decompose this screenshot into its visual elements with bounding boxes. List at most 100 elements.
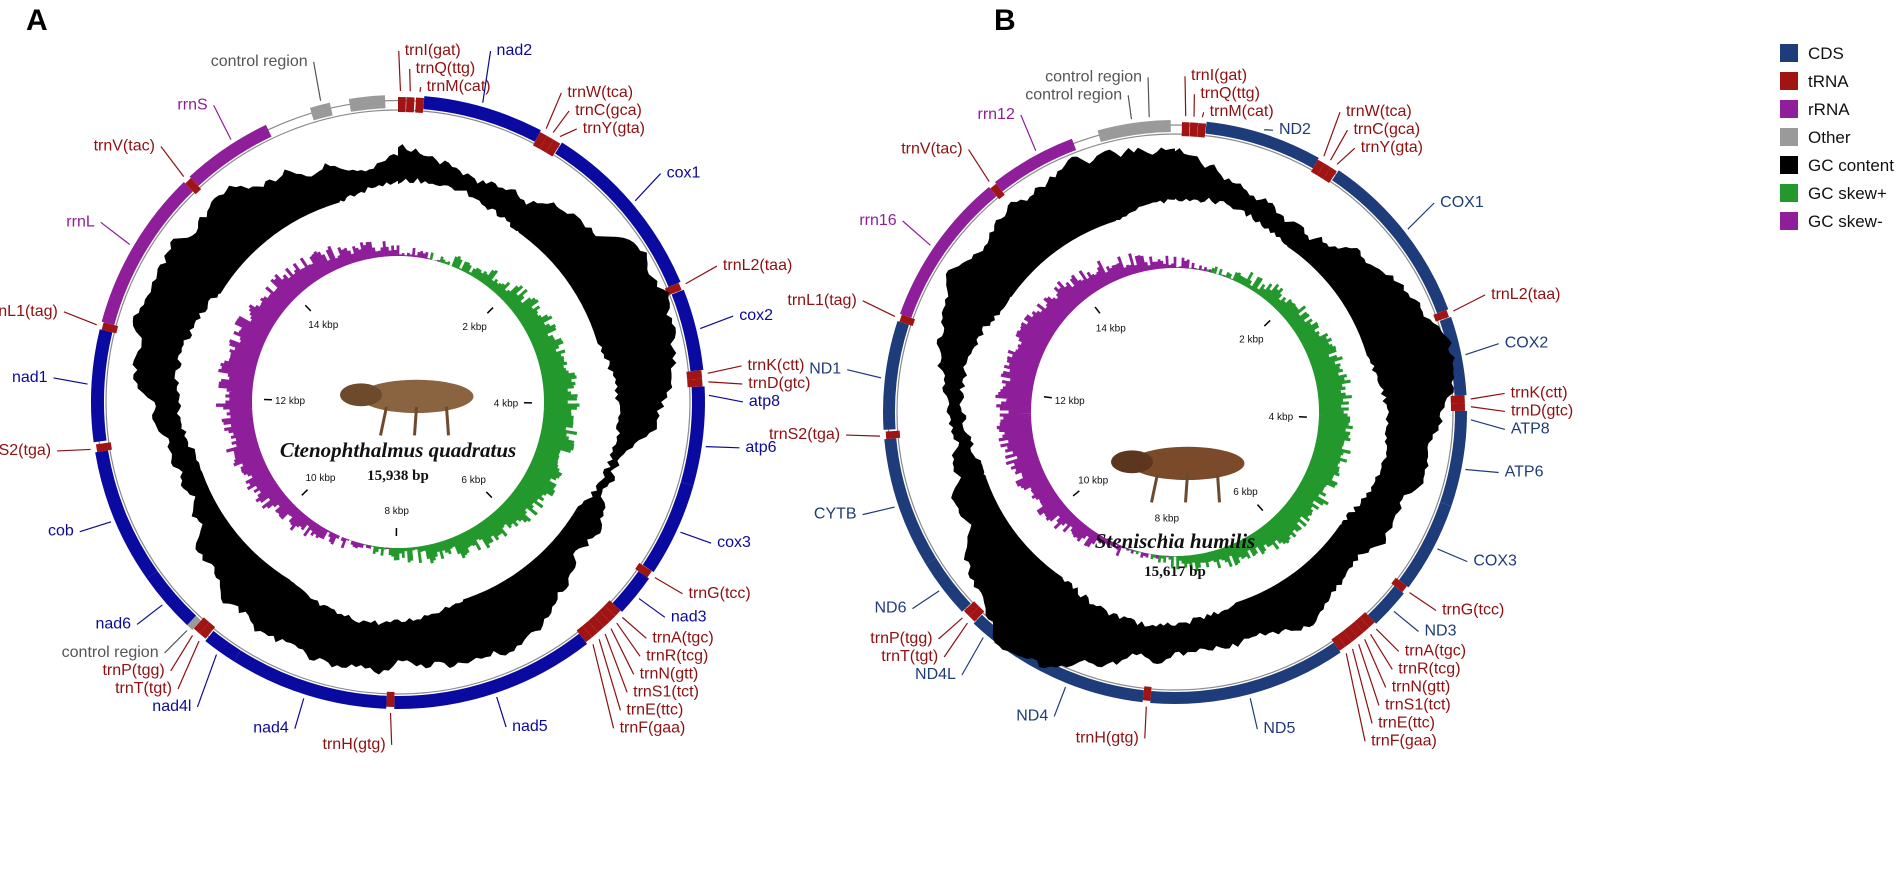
label-leader [655, 577, 683, 593]
label-leader [497, 697, 506, 727]
gene-label-trnh-gtg: trnH(gtg) [1076, 729, 1139, 746]
legend-label-other: Other [1808, 128, 1851, 147]
feature-trnd-gtc [1451, 403, 1465, 411]
gene-label-cytb: CYTB [814, 506, 857, 523]
label-leader [391, 713, 392, 745]
label-leader [1337, 148, 1355, 164]
species-name: Ctenophthalmus quadratus [280, 438, 516, 462]
label-leader [1453, 295, 1485, 311]
gene-label-trna-tgc: trnA(tgc) [1405, 642, 1466, 659]
kbp-tick-label: 12 kbp [275, 396, 305, 407]
gene-label-trnr-tcg: trnR(tcg) [646, 647, 708, 664]
gene-label-nad1: nad1 [12, 369, 48, 386]
label-leader [560, 129, 577, 137]
kbp-tick-label: 6 kbp [461, 475, 486, 486]
gene-label-nad6: nad6 [95, 615, 131, 632]
label-leader [295, 698, 304, 728]
gene-label-trnw-tca: trnW(tca) [1346, 103, 1412, 120]
label-leader [1250, 698, 1257, 729]
label-leader [846, 435, 880, 436]
kbp-tick-label: 6 kbp [1233, 487, 1258, 498]
gene-label-rrn12: rrn12 [977, 106, 1014, 123]
legend-swatch-gc-skew [1780, 212, 1798, 230]
gene-label-trnd-gtc: trnD(gtc) [748, 375, 810, 392]
label-leader [639, 599, 665, 618]
gene-label-nad5: nad5 [512, 718, 548, 735]
feature-trnh-gtg [386, 692, 394, 707]
label-leader [1365, 639, 1386, 687]
gene-label-trnf-gaa: trnF(gaa) [620, 719, 686, 736]
gene-label-control-region: control region [211, 53, 308, 70]
feature-atp6 [1440, 428, 1466, 506]
label-leader [680, 532, 711, 543]
gene-label-nd2: ND2 [1279, 121, 1311, 138]
feature-cox3 [643, 482, 694, 572]
gene-label-trnf-gaa: trnF(gaa) [1371, 732, 1437, 749]
gene-label-nad4l: nad4l [152, 698, 191, 715]
gene-label-control-region: control region [1045, 68, 1142, 85]
label-leader [101, 222, 130, 244]
feature-trni-gat [398, 97, 406, 112]
gene-label-nd4l: ND4L [915, 666, 956, 683]
gene-label-trni-gat: trnI(gat) [405, 42, 461, 59]
label-leader [1185, 76, 1186, 116]
feature-trni-gat [1182, 122, 1190, 136]
feature-cytb [884, 438, 936, 564]
label-leader [1202, 112, 1203, 117]
gene-label-trny-gta: trnY(gta) [583, 120, 645, 137]
kbp-tick-label: 8 kbp [1155, 514, 1180, 525]
legend-label-gc-content: GC content [1808, 156, 1894, 175]
kbp-tick-label: 14 kbp [308, 320, 338, 331]
label-leader [599, 639, 620, 710]
kbp-tick-label: 14 kbp [1096, 324, 1126, 335]
feature-cox3 [1399, 502, 1452, 587]
gene-label-trnn-gtt: trnN(gtt) [1392, 678, 1451, 695]
gene-label-rrnl: rrnL [66, 213, 95, 230]
label-leader [863, 507, 895, 515]
label-leader [1145, 707, 1146, 739]
label-leader [708, 382, 742, 384]
label-leader [1054, 687, 1065, 716]
label-leader [1471, 420, 1505, 430]
flea-leg [447, 407, 449, 436]
feature-atp8 [1455, 411, 1467, 429]
gene-label-trnl1-tag: trnL1(tag) [787, 292, 856, 309]
kbp-tick-label: 8 kbp [384, 506, 409, 517]
legend-swatch-gc-content [1780, 156, 1798, 174]
gene-label-trna-tgc: trnA(tgc) [652, 629, 713, 646]
label-leader [54, 378, 88, 384]
flea-head [1111, 450, 1153, 473]
gene-label-nd3: ND3 [1424, 623, 1456, 640]
label-leader [903, 221, 931, 245]
label-leader [912, 591, 939, 609]
kbp-tick-label: 2 kbp [462, 322, 487, 333]
legend-swatch-gc-skew [1780, 184, 1798, 202]
feature-nd1 [883, 321, 909, 430]
gene-label-trns1-tct: trnS1(tct) [633, 683, 699, 700]
gene-label-trny-gta: trnY(gta) [1361, 139, 1423, 156]
label-leader [399, 51, 401, 91]
label-leader [700, 316, 733, 328]
label-leader [161, 146, 184, 176]
gene-label-nd6: ND6 [874, 600, 906, 617]
gene-label-trnk-ctt: trnK(ctt) [1511, 384, 1568, 401]
gene-label-trnl2-taa: trnL2(taa) [723, 257, 792, 274]
label-leader [847, 370, 881, 378]
label-leader [593, 644, 614, 728]
legend-swatch-rrna [1780, 100, 1798, 118]
feature-nad1 [91, 329, 112, 442]
genome-size: 15,617 bp [1144, 564, 1206, 580]
gene-label-trnc-gca: trnC(gca) [1353, 121, 1420, 138]
label-leader [863, 301, 895, 317]
gene-label-cox2: COX2 [1505, 335, 1549, 352]
legend-label-gc-skew: GC skew+ [1808, 184, 1887, 203]
label-leader [611, 629, 634, 675]
gene-label-nd4: ND4 [1016, 707, 1048, 724]
flea-leg [1186, 474, 1188, 503]
label-leader [1346, 653, 1365, 741]
gene-label-nad3: nad3 [671, 608, 707, 625]
label-leader [64, 312, 97, 325]
